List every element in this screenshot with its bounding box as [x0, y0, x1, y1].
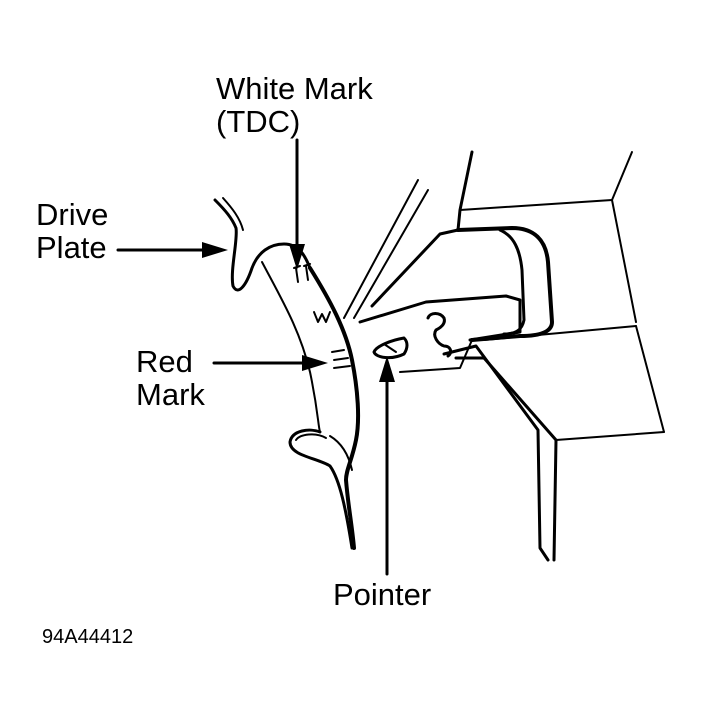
red-mark-arrowhead	[302, 355, 328, 371]
red-mark-tick-2	[333, 357, 349, 361]
bracket-bolt	[426, 312, 453, 358]
housing-top-right	[611, 151, 633, 201]
housing-boss	[456, 226, 554, 342]
white-mark-arrowhead	[289, 244, 305, 270]
pointer-bracket-lower	[399, 339, 473, 373]
drive-plate-outer-edge	[213, 198, 312, 292]
drive-plate-label-line2: Plate	[36, 230, 107, 265]
white-mark-tick-4	[305, 265, 309, 281]
pointer-bracket-top	[358, 294, 522, 342]
housing-bottom-edge	[555, 431, 665, 441]
white-mark-tick-3	[303, 263, 311, 267]
red-mark-tick-1	[331, 349, 345, 353]
white-mark-label-line2: (TDC)	[216, 104, 301, 139]
housing-right-edge	[611, 199, 637, 323]
timing-marks	[293, 263, 351, 369]
drive-plate-arrowhead	[202, 242, 228, 258]
drive-plate-label-line1: Drive	[36, 197, 109, 232]
drive-plate-rim-inner	[329, 435, 353, 471]
drive-plate-face-arc	[261, 261, 321, 433]
drive-plate-lower-edge-inner	[295, 433, 327, 441]
housing-lower-body	[442, 344, 550, 562]
housing-top-edge	[459, 199, 613, 211]
pointer-tip-shade	[383, 343, 397, 353]
housing-lower-shelf	[483, 325, 637, 341]
pointer-arrowhead	[379, 356, 395, 382]
white-mark-label-line1: White Mark	[216, 71, 373, 106]
housing-guide-line-2	[353, 189, 429, 319]
drive-plate	[213, 197, 361, 550]
red-mark-tick-3	[333, 365, 351, 369]
white-mark-tick-2	[295, 267, 299, 283]
housing-guide-line-1	[343, 179, 419, 319]
leader-arrows	[116, 138, 395, 576]
drive-plate-rim	[308, 266, 361, 550]
pointer-label: Pointer	[333, 577, 432, 612]
pointer-tip	[372, 336, 409, 360]
figure-code: 94A44412	[42, 626, 134, 648]
drive-plate-lower-notch	[288, 428, 354, 550]
red-mark-label-line2: Mark	[136, 377, 205, 412]
red-mark-label-line1: Red	[136, 344, 193, 379]
housing-bottom-corner	[635, 325, 665, 433]
housing-lower-inner	[454, 356, 558, 562]
w-mark	[313, 311, 331, 323]
housing	[343, 150, 665, 562]
drive-plate-outer-edge-inner	[222, 197, 244, 231]
